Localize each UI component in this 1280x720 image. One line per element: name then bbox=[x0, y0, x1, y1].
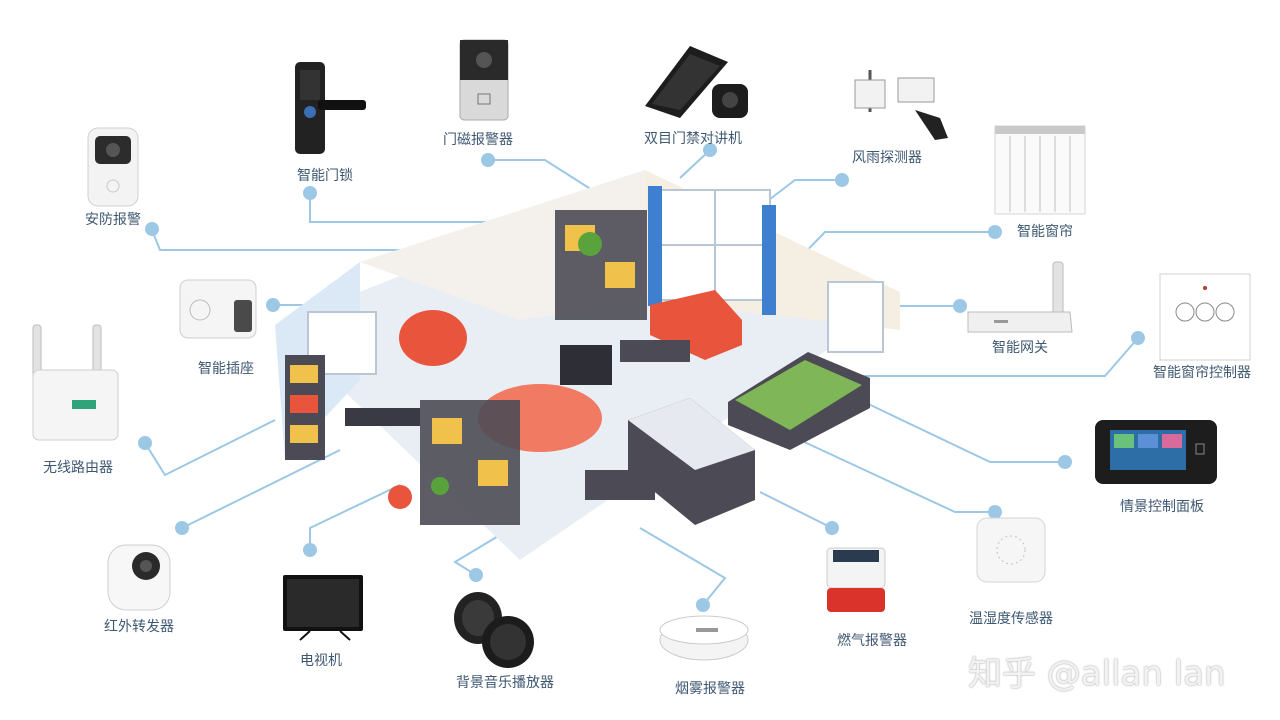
label-security-alarm: 安防报警 bbox=[85, 212, 141, 228]
label-gas-alarm: 燃气报警器 bbox=[837, 632, 907, 649]
bed-sheet bbox=[735, 360, 862, 430]
label-music-player: 背景音乐播放器 bbox=[456, 674, 554, 691]
label-ir-transmitter: 红外转发器 bbox=[104, 619, 174, 635]
label-wifi-router: 无线路由器 bbox=[43, 460, 113, 476]
curtain-left bbox=[648, 186, 662, 306]
scene-panel-icon bbox=[1095, 420, 1217, 484]
watermark: 知乎 @allan lan bbox=[968, 654, 1226, 694]
connector-gas bbox=[759, 491, 833, 529]
label-smart-gateway: 智能网关 bbox=[992, 340, 1048, 356]
connector-dots bbox=[138, 143, 1145, 612]
smoke-alarm-icon bbox=[659, 615, 749, 661]
curtain-right bbox=[762, 205, 776, 315]
security-alarm-icon bbox=[87, 127, 139, 207]
smart-socket-icon bbox=[179, 279, 257, 339]
connector-scene-panel bbox=[859, 399, 1065, 463]
label-weather-station: 风雨探测器 bbox=[852, 150, 922, 166]
label-door-sensor: 门磁报警器 bbox=[443, 132, 513, 148]
music-player-icon bbox=[454, 592, 534, 668]
connector-tv bbox=[309, 484, 401, 550]
label-scene-panel: 情景控制面板 bbox=[1120, 499, 1204, 515]
connector-humidity bbox=[799, 439, 995, 513]
ir-transmitter-icon bbox=[107, 544, 171, 611]
living-tv bbox=[560, 345, 612, 385]
label-smoke-alarm: 烟雾报警器 bbox=[675, 681, 745, 697]
connector-door-sensor bbox=[488, 159, 601, 196]
connector-ir bbox=[181, 449, 341, 529]
bedroom-window bbox=[827, 281, 884, 353]
basketball bbox=[388, 485, 412, 509]
label-tv: 电视机 bbox=[300, 653, 342, 669]
device-labels: 安防报警 智能门锁 门磁报警器 双目门禁对讲机 风雨探测器 智能窗帘 智能网关 … bbox=[43, 131, 1251, 697]
label-video-intercom: 双目门禁对讲机 bbox=[644, 131, 742, 147]
armchair bbox=[399, 310, 467, 366]
dining-table bbox=[585, 470, 655, 500]
connector-smart-lock bbox=[309, 192, 492, 223]
label-curtain-controller: 智能窗帘控制器 bbox=[1153, 364, 1251, 381]
smart-gateway-icon bbox=[967, 261, 1073, 333]
label-smart-socket: 智能插座 bbox=[198, 361, 254, 377]
connector-smoke bbox=[639, 527, 727, 606]
connector-router bbox=[144, 419, 276, 477]
connector-security-alarm bbox=[151, 229, 420, 251]
smart-curtain-icon bbox=[994, 125, 1086, 215]
coffee-table bbox=[620, 340, 690, 362]
video-intercom-icon bbox=[645, 46, 748, 118]
smart-lock-icon bbox=[295, 62, 366, 154]
connector-curtain-ctrl bbox=[850, 337, 1139, 377]
study-desk bbox=[345, 408, 420, 426]
door-sensor-icon bbox=[459, 39, 509, 121]
wifi-router-icon bbox=[32, 324, 119, 441]
isometric-house bbox=[275, 170, 900, 560]
curtain-controller-icon bbox=[1159, 273, 1251, 361]
gas-alarm-icon bbox=[826, 547, 886, 612]
label-smart-lock: 智能门锁 bbox=[297, 168, 353, 184]
label-smart-curtain: 智能窗帘 bbox=[1017, 223, 1073, 240]
humidity-sensor-icon bbox=[976, 517, 1046, 583]
label-humidity-sensor: 温湿度传感器 bbox=[969, 610, 1053, 627]
tv-icon bbox=[283, 575, 363, 641]
study-window bbox=[307, 311, 377, 375]
weather-station-icon bbox=[854, 70, 948, 140]
